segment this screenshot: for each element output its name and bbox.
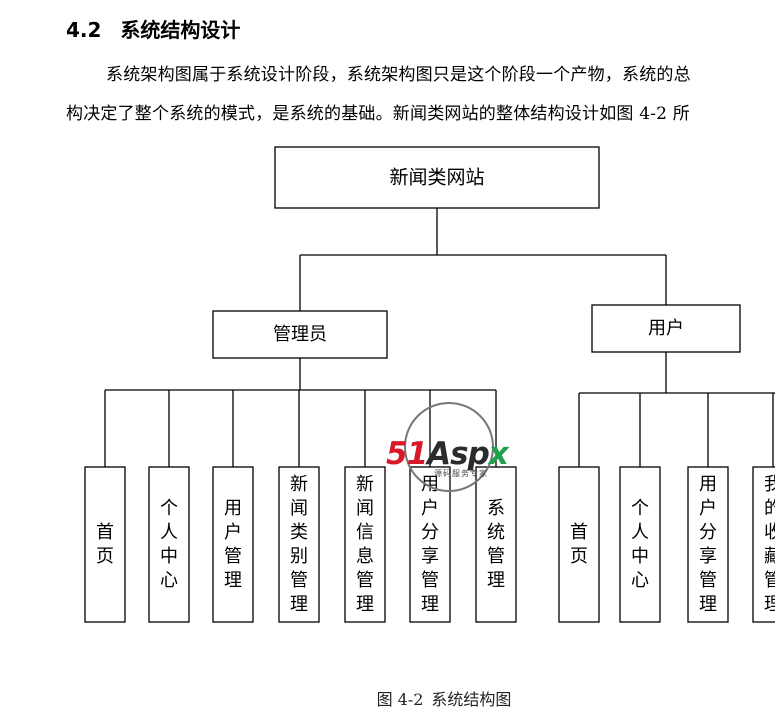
user-leaf-label: 用户分享管理 <box>699 474 717 615</box>
admin-leaf-label: 系统管理 <box>487 498 505 591</box>
watermark-tagline: 源码服务专家 <box>434 469 488 478</box>
admin-leaf-box <box>212 466 254 623</box>
admin-leaf-box <box>84 466 126 623</box>
section-title: 系统结构设计 <box>120 18 241 42</box>
section-number: 4.2 <box>66 18 102 42</box>
user-node-box <box>591 304 741 353</box>
connector-lines <box>104 208 775 467</box>
admin-leaf-label: 个人中心 <box>160 498 178 591</box>
figure-number: 图 4-2 <box>376 690 424 709</box>
admin-leaf-label: 首页 <box>96 522 114 567</box>
admin-node-box <box>212 310 388 359</box>
watermark-brand: 51Aspx <box>386 436 509 472</box>
user-leaf-box <box>687 466 729 623</box>
admin-leaf-box <box>475 466 517 623</box>
admin-leaf-box <box>278 466 320 623</box>
admin-leaf-label: 用户管理 <box>224 498 242 591</box>
user-leaf-box <box>558 466 600 623</box>
paragraph-line-2: 构决定了整个系统的模式，是系统的基础。新闻类网站的整体结构设计如图 4-2 所 <box>66 104 690 124</box>
admin-leaf-label: 新闻类别管理 <box>290 474 308 615</box>
user-leaf-label: 我的收藏管理 <box>764 474 775 615</box>
user-leaf-label: 个人中心 <box>631 498 649 591</box>
admin-leaf-box <box>344 466 386 623</box>
admin-leaf-box <box>409 466 451 623</box>
watermark-logo: 51Aspx 源码服务专家 <box>386 402 516 497</box>
figure-caption: 图 4-2 系统结构图 <box>0 686 775 710</box>
user-leaf-box <box>619 466 661 623</box>
root-node-label: 新闻类网站 <box>389 167 484 189</box>
paragraph-line-1: 系统架构图属于系统设计阶段，系统架构图只是这个阶段一个产物，系统的总 <box>106 65 691 85</box>
figure-title: 系统结构图 <box>431 690 512 709</box>
root-node-box <box>274 146 600 209</box>
watermark-ring <box>404 402 494 492</box>
admin-leaf-box <box>148 466 190 623</box>
admin-node-label: 管理员 <box>273 324 327 345</box>
user-leaf-box <box>752 466 775 623</box>
user-leaf-label: 首页 <box>570 522 588 567</box>
section-heading: 4.2 系统结构设计 <box>66 14 240 43</box>
user-node-label: 用户 <box>648 318 684 339</box>
admin-leaf-label: 新闻信息管理 <box>356 474 374 615</box>
